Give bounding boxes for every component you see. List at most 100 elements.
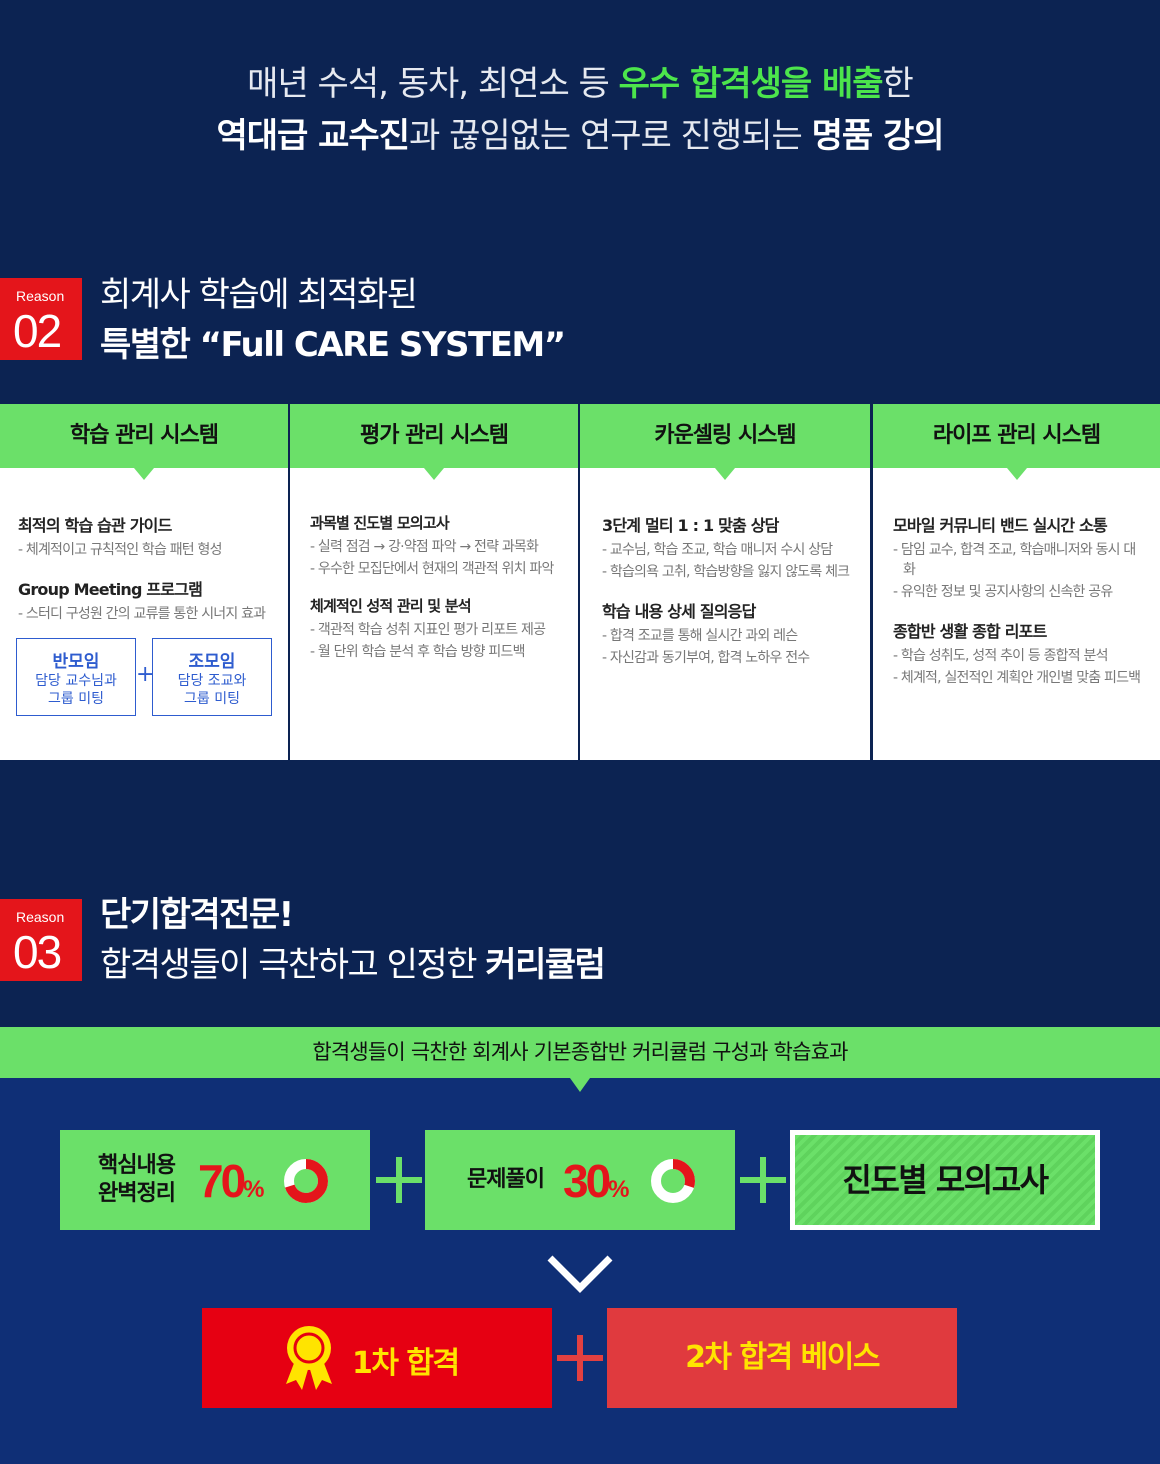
intro-line1-post: 한: [882, 64, 914, 104]
system-card-header: 평가 관리 시스템: [290, 404, 578, 480]
item-heading: 종합반 생활 종합 리포트: [893, 622, 1047, 641]
item-line: - 교수님, 학습 조교, 학습 매니저 수시 상담: [602, 542, 833, 558]
reason-label: Reason: [16, 909, 65, 925]
reason-03-title: 단기합격전문! 합격생들이 극찬하고 인정한 커리큘럼: [100, 890, 606, 990]
percent-unit: %: [243, 1176, 265, 1203]
curriculum-bar: 합격생들이 극찬한 회계사 기본종합반 커리큘럼 구성과 학습효과: [0, 1027, 1160, 1092]
reason-03-title-line2-bold: 커리큘럼: [485, 945, 606, 985]
core-content-box: 핵심내용 완벽정리 70%: [60, 1130, 370, 1230]
medal-icon: [286, 1326, 332, 1390]
reason-02-title-line2: 특별한 “Full CARE SYSTEM”: [100, 325, 566, 365]
item-heading: 최적의 학습 습관 가이드: [18, 516, 172, 535]
intro-line1-pre: 매년 수석, 동차, 최연소 등: [247, 64, 619, 104]
first-pass-box: 1차 합격: [202, 1308, 552, 1408]
reason-02-title: 회계사 학습에 최적화된 특별한 “Full CARE SYSTEM”: [100, 270, 566, 370]
item-line: - 월 단위 학습 분석 후 학습 방향 피드백: [310, 644, 525, 660]
problem-solving-box: 문제풀이 30%: [425, 1130, 735, 1230]
reason-label: Reason: [16, 288, 65, 304]
chevron-down-icon: [547, 1255, 613, 1293]
intro-highlight: 우수 합격생을 배출: [618, 64, 884, 104]
item-line: - 객관적 학습 성취 지표인 평가 리포트 제공: [310, 622, 546, 638]
intro-bold-2: 명품 강의: [811, 116, 945, 156]
item-heading: 과목별 진도별 모의고사: [310, 514, 450, 532]
percent-unit: %: [608, 1176, 630, 1203]
reason-number: 03: [13, 926, 62, 978]
reason-number: 02: [13, 305, 62, 357]
pointer-triangle: [570, 1078, 590, 1092]
core-content-percent: 70%: [198, 1154, 265, 1208]
item-line: - 체계적, 실전적인 계획안 개인별 맞춤 피드백: [893, 670, 1141, 686]
group-box-desc: 그룹 미팅: [184, 691, 240, 707]
item-heading: 3단계 멀티 1 : 1 맞춤 상담: [602, 516, 779, 535]
core-content-label-2: 완벽정리: [98, 1181, 176, 1206]
reason-02-badge: Reason 02: [0, 278, 82, 360]
item-line: - 우수한 모집단에서 현재의 객관적 위치 파악: [310, 561, 554, 577]
plus-icon: [740, 1157, 786, 1203]
donut-fill: [284, 1159, 328, 1203]
reason-02-title-line1: 회계사 학습에 최적화된: [100, 275, 418, 315]
system-card-body: 최적의 학습 습관 가이드 - 체계적이고 규칙적인 학습 패턴 형성 Grou…: [18, 512, 274, 626]
core-content-label: 핵심내용 완벽정리: [98, 1152, 176, 1208]
group-box-banmoim: 반모임 담당 교수님과 그룹 미팅: [16, 638, 136, 716]
item-line: - 담임 교수, 합격 조교, 학습매니저와 동시 대화: [893, 542, 1136, 578]
plus-icon: +: [136, 662, 155, 687]
problem-solving-percent: 30%: [563, 1154, 630, 1208]
item-heading: Group Meeting 프로그램: [18, 580, 203, 599]
mock-exam-label: 진도별 모의고사: [795, 1135, 1095, 1225]
system-card-title: 학습 관리 시스템: [70, 423, 219, 448]
second-pass-box: 2차 합격 베이스: [607, 1308, 957, 1408]
system-card-life: 라이프 관리 시스템 모바일 커뮤니티 밴드 실시간 소통 - 담임 교수, 합…: [873, 404, 1160, 760]
percent-value: 70: [198, 1155, 246, 1207]
item-line: - 유익한 정보 및 공지사항의 신속한 공유: [893, 584, 1113, 600]
system-card-study: 학습 관리 시스템 최적의 학습 습관 가이드 - 체계적이고 규칙적인 학습 …: [0, 404, 288, 760]
item-line: - 자신감과 동기부여, 합격 노하우 전수: [602, 650, 810, 666]
group-box-title: 조모임: [188, 652, 236, 672]
pointer-triangle: [134, 468, 154, 480]
curriculum-bar-text: 합격생들이 극찬한 회계사 기본종합반 커리큘럼 구성과 학습효과: [312, 1040, 848, 1064]
intro-line-2: 역대급 교수진과 끊임없는 연구로 진행되는 명품 강의: [0, 110, 1160, 162]
item-line: - 실력 점검 → 강·약점 파악 → 전략 과목화: [310, 539, 539, 555]
plus-icon: [376, 1157, 422, 1203]
item-line: - 학습 성취도, 성적 추이 등 종합적 분석: [893, 648, 1108, 664]
group-box-desc: 그룹 미팅: [48, 691, 104, 707]
system-card-title: 카운셀링 시스템: [654, 423, 796, 448]
item-heading: 체계적인 성적 관리 및 분석: [310, 597, 472, 615]
problem-solving-label: 문제풀이: [467, 1167, 545, 1192]
system-card-header: 학습 관리 시스템: [0, 404, 288, 480]
group-box-desc: 담당 조교와: [177, 673, 247, 689]
donut-chart-icon: [651, 1159, 695, 1203]
group-box-title: 반모임: [52, 652, 100, 672]
system-card-body: 3단계 멀티 1 : 1 맞춤 상담 - 교수님, 학습 조교, 학습 매니저 …: [602, 512, 856, 670]
group-box-desc: 담당 교수님과: [35, 673, 117, 689]
item-heading: 모바일 커뮤니티 밴드 실시간 소통: [893, 516, 1108, 535]
item-line: - 합격 조교를 통해 실시간 과외 레슨: [602, 628, 798, 644]
intro-line-1: 매년 수석, 동차, 최연소 등 우수 합격생을 배출한: [0, 58, 1160, 110]
pointer-triangle: [424, 468, 444, 480]
mock-exam-box: 진도별 모의고사: [790, 1130, 1100, 1230]
reason-03-title-line2: 합격생들이 극찬하고 인정한 커리큘럼: [100, 940, 606, 990]
system-card-header: 라이프 관리 시스템: [873, 404, 1160, 480]
donut-fill: [651, 1159, 695, 1203]
intro-line2-mid: 과 끊임없는 연구로 진행되는: [408, 116, 812, 156]
system-card-evaluation: 평가 관리 시스템 과목별 진도별 모의고사 - 실력 점검 → 강·약점 파악…: [290, 404, 578, 760]
core-content-label-1: 핵심내용: [98, 1153, 176, 1178]
system-card-body: 과목별 진도별 모의고사 - 실력 점검 → 강·약점 파악 → 전략 과목화 …: [310, 512, 564, 664]
reason-03-title-line2-pre: 합격생들이 극찬하고 인정한: [100, 945, 486, 985]
system-card-body: 모바일 커뮤니티 밴드 실시간 소통 - 담임 교수, 합격 조교, 학습매니저…: [893, 512, 1146, 690]
item-line: - 학습의욕 고취, 학습방향을 잃지 않도록 체크: [602, 564, 850, 580]
percent-value: 30: [563, 1155, 611, 1207]
group-box-jomoim: 조모임 담당 조교와 그룹 미팅: [152, 638, 272, 716]
system-card-title: 평가 관리 시스템: [360, 423, 509, 448]
reason-03-badge: Reason 03: [0, 899, 82, 981]
system-card-counseling: 카운셀링 시스템 3단계 멀티 1 : 1 맞춤 상담 - 교수님, 학습 조교…: [580, 404, 870, 760]
item-line: - 스터디 구성원 간의 교류를 통한 시너지 효과: [18, 606, 266, 622]
reason-03-title-line1: 단기합격전문!: [100, 895, 294, 935]
item-heading: 학습 내용 상세 질의응답: [602, 602, 756, 621]
system-card-header: 카운셀링 시스템: [580, 404, 870, 480]
plus-icon: [557, 1335, 603, 1381]
intro-bold-1: 역대급 교수진: [216, 116, 410, 156]
second-pass-label: 2차 합격 베이스: [685, 1340, 880, 1375]
pointer-triangle: [1006, 468, 1027, 480]
first-pass-label: 1차 합격: [352, 1346, 460, 1381]
pointer-triangle: [715, 468, 735, 480]
